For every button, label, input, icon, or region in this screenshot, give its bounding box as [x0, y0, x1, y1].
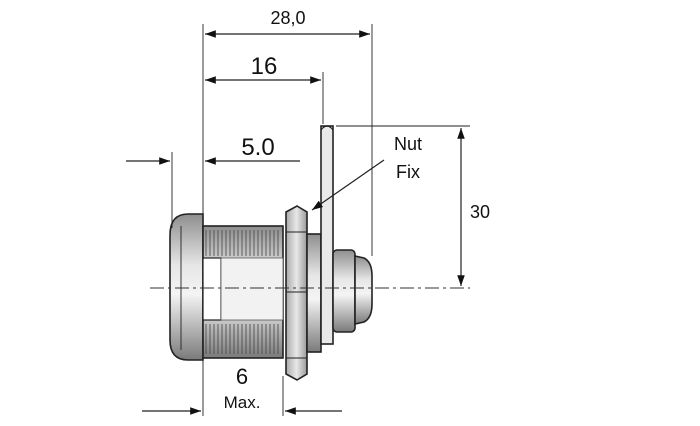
thread-lines — [205, 230, 279, 354]
callout-nut-fix: Nut Fix — [311, 134, 422, 211]
dimension-max-panel: 6 Max. — [142, 360, 342, 416]
dimension-total-length: 28,0 — [202, 8, 373, 256]
label-max-panel: 6 — [236, 364, 248, 389]
hex-nut — [285, 205, 308, 381]
label-head-offset: 5.0 — [241, 134, 274, 161]
callout-line-2: Fix — [396, 162, 420, 182]
callout-line-1: Nut — [394, 134, 422, 154]
label-body-length: 16 — [251, 53, 278, 80]
lock-head — [169, 213, 204, 361]
dimension-head-offset: 5.0 — [126, 134, 300, 228]
label-height: 30 — [470, 202, 490, 222]
label-total-length: 28,0 — [270, 8, 305, 28]
rear-spindle — [332, 249, 356, 333]
label-max-text: Max. — [224, 393, 261, 412]
dimension-height: 30 — [336, 125, 490, 286]
spindle-tip — [354, 255, 373, 325]
dimension-body-length: 16 — [205, 53, 324, 124]
washer — [306, 233, 322, 353]
lock-body — [150, 125, 470, 381]
keyway-slot — [202, 257, 222, 321]
cam-plate — [320, 125, 334, 345]
